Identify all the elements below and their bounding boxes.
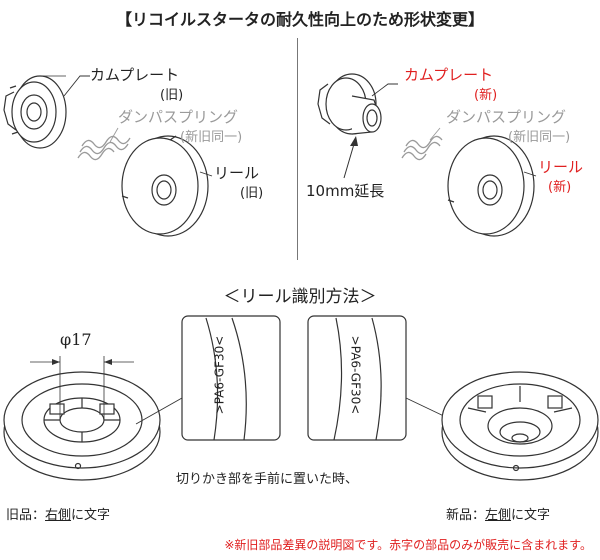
new-damper-spring-label: ダンパスプリング: [446, 108, 567, 126]
old-caption-side: 右側: [45, 508, 72, 523]
new-cam-plate-label: カムプレート: [404, 66, 494, 84]
new-reel-sub: (新): [548, 180, 572, 195]
new-cam-plate-sub: (新): [474, 88, 498, 103]
new-reel-label: リール: [538, 158, 584, 176]
old-reel-sub: (旧): [240, 186, 264, 201]
old-damper-spring-sub: (新旧同一): [180, 130, 243, 145]
page-title: 【リコイルスタータの耐久性向上のため形状変更】: [115, 10, 484, 29]
footer-note: ※新旧部品差異の説明図です。赤字の部品のみが販売に含まれます。: [224, 538, 592, 552]
old-caption: 旧品：右側に文字: [6, 504, 110, 523]
old-damper-spring-label: ダンパスプリング: [118, 108, 239, 126]
old-cam-plate-label: カムプレート: [90, 66, 180, 84]
extension-label: 10mm延長: [306, 182, 385, 200]
old-reel-label: リール: [214, 164, 260, 182]
orientation-note: 切りかき部を手前に置いた時、: [176, 472, 359, 487]
old-caption-prefix: 旧品：: [6, 508, 46, 523]
reel-bottom-new-icon: [441, 371, 599, 481]
new-damper-spring-sub: (新旧同一): [508, 130, 571, 145]
reel-old-icon: [121, 135, 209, 237]
cam-plate-new-icon: [317, 73, 382, 135]
reel-bottom-icon: [3, 371, 161, 481]
marking-new: >PA6-GF30<: [348, 335, 363, 415]
cam-plate-old-icon: [3, 75, 67, 149]
damper-spring-icon: [77, 135, 131, 161]
new-caption-suffix: に文字: [511, 508, 551, 523]
new-caption-prefix: 新品：: [446, 508, 486, 523]
old-caption-suffix: に文字: [71, 508, 111, 523]
old-cam-plate-sub: (旧): [160, 88, 184, 103]
new-caption: 新品：左側に文字: [446, 504, 550, 523]
new-caption-side: 左側: [485, 508, 512, 523]
divider: [297, 38, 298, 260]
marking-old: >PA6-GF30<: [212, 335, 227, 415]
identify-heading: ＜リール識別方法＞: [223, 287, 377, 307]
reel-new-icon: [447, 135, 535, 237]
diameter-label: φ17: [60, 330, 92, 349]
